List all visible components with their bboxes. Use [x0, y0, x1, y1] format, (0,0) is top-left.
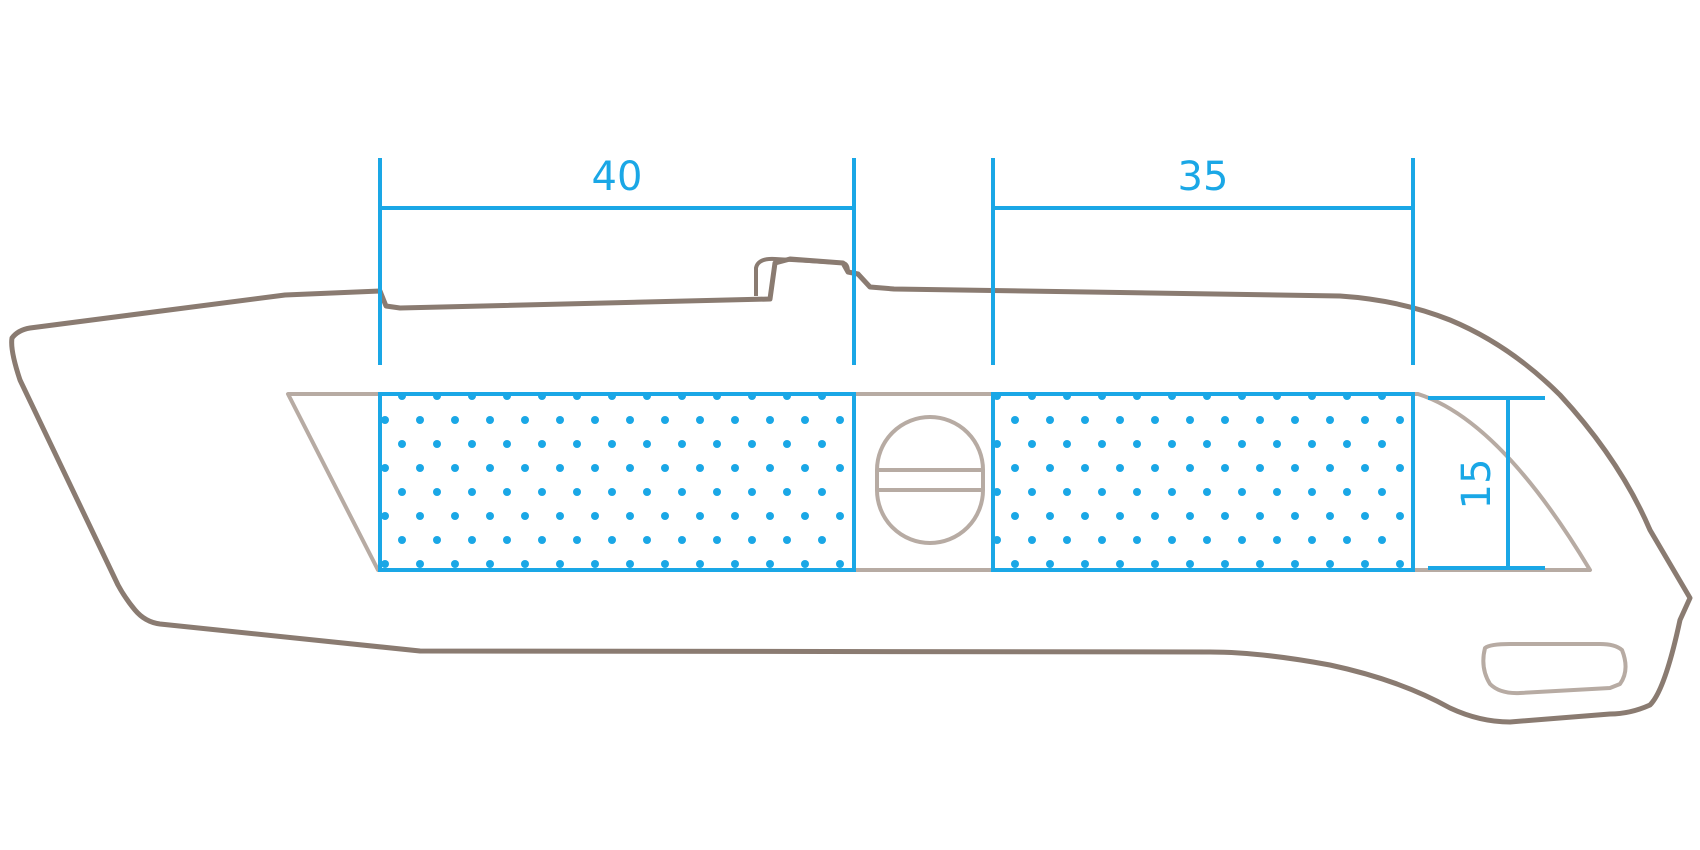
knife-body-outline — [9, 256, 1693, 725]
dimension-height — [1428, 396, 1545, 570]
dimension-right-label: 35 — [1178, 154, 1229, 200]
dimension-height-label: 15 — [1454, 459, 1500, 510]
left-label-area — [378, 392, 856, 572]
screw — [875, 415, 985, 545]
right-label-area — [991, 392, 1415, 572]
slider-button-outline — [754, 256, 850, 296]
dimension-left-label: 40 — [592, 154, 643, 200]
grip-slot — [1481, 642, 1628, 696]
dimension-left — [378, 158, 856, 365]
dimension-right — [991, 158, 1415, 365]
